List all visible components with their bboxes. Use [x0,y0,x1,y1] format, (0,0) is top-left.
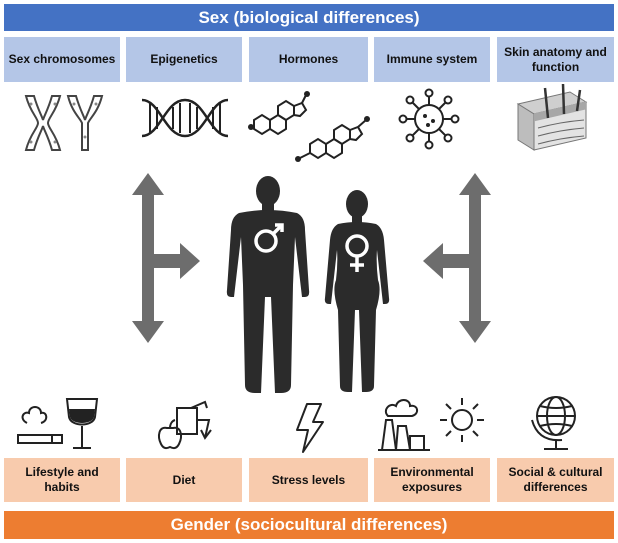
social-cultural-box: Social & cultural differences [497,458,614,502]
environmental-exposures-box: Environmental exposures [374,458,490,502]
sex-chromosomes-box: Sex chromosomes [4,37,120,82]
steroid-molecule-icon [248,91,370,162]
lifestyle-habits-box: Lifestyle and habits [4,458,120,502]
male-figure [226,176,310,393]
sex-banner: Sex (biological differences) [4,4,614,31]
virus-cell-icon [398,88,460,150]
stress-levels-box: Stress levels [249,458,368,502]
globe-icon [531,396,576,450]
chromosome-icon [24,95,104,151]
lightning-bolt-icon [296,403,324,453]
hormones-box: Hormones [249,37,368,82]
skin-layers-icon [516,83,588,151]
female-figure [324,190,390,392]
dna-helix-icon [141,98,229,138]
immune-system-box: Immune system [374,37,490,82]
apple-shopping-icon [158,400,212,450]
left-bidirectional-arrow [132,173,200,343]
skin-anatomy-box: Skin anatomy and function [497,37,614,82]
cigarette-wine-icon [17,398,99,449]
gender-banner: Gender (sociocultural differences) [4,511,614,539]
right-bidirectional-arrow [423,173,491,343]
factory-sun-icon [378,398,484,451]
epigenetics-box: Epigenetics [126,37,242,82]
diet-box: Diet [126,458,242,502]
